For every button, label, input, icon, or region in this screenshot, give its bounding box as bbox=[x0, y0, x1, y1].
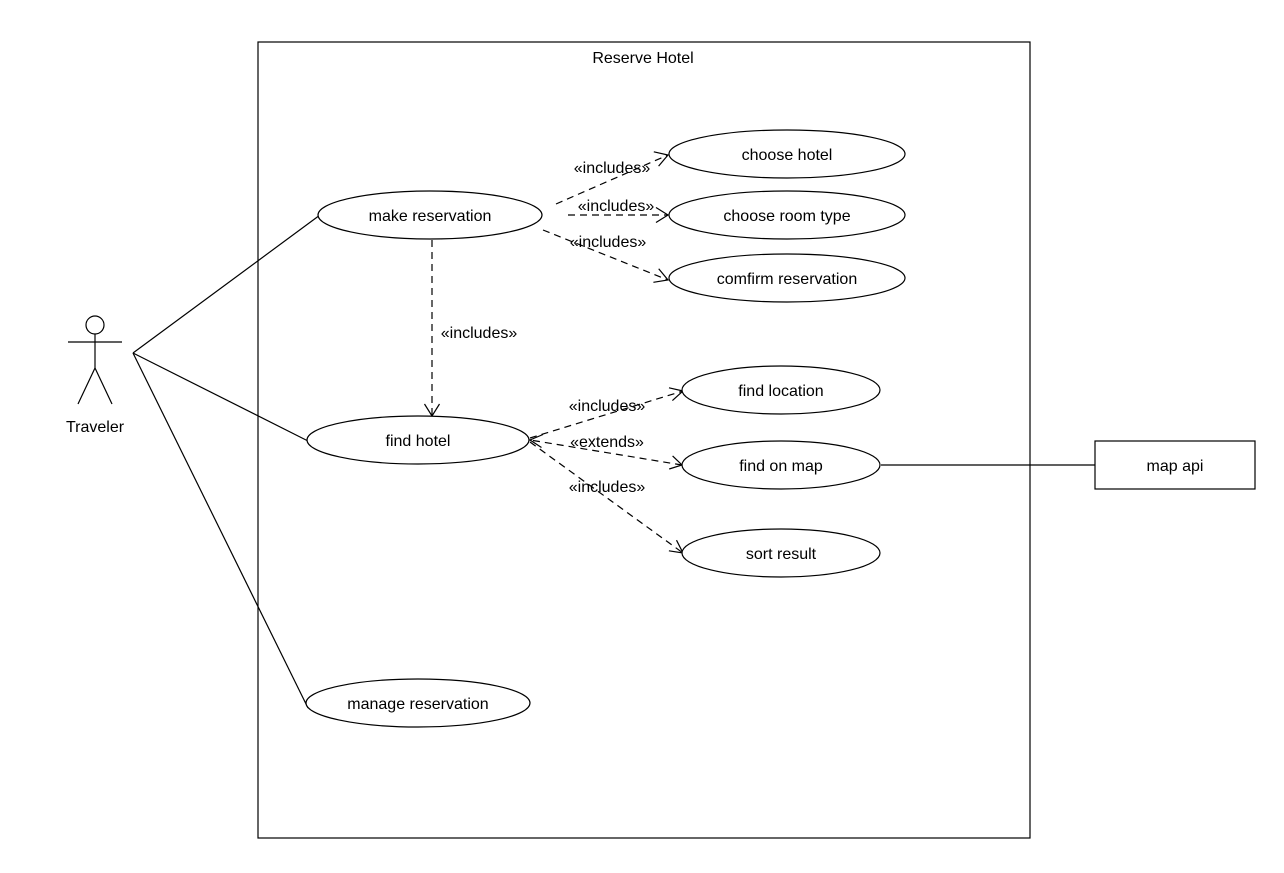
system-title: Reserve Hotel bbox=[592, 50, 693, 67]
use-case-shape bbox=[668, 129, 906, 179]
use-case-choose-hotel[interactable]: choose hotel bbox=[668, 129, 906, 179]
traveler-label: Traveler bbox=[66, 419, 125, 436]
use-case-label: make reservation bbox=[369, 208, 492, 225]
map-api-actor[interactable]: map api bbox=[1094, 440, 1256, 490]
use-case-manage-reservation[interactable]: manage reservation bbox=[305, 678, 531, 728]
map-api-label: map api bbox=[1147, 458, 1204, 475]
rel-label-make-confirm: «includes» bbox=[570, 234, 647, 251]
use-case-shape bbox=[681, 440, 881, 490]
use-case-label: choose room type bbox=[723, 208, 850, 225]
use-case-label: find location bbox=[738, 383, 823, 400]
use-case-label: find on map bbox=[739, 458, 823, 475]
use-case-shape bbox=[681, 365, 881, 415]
use-case-find-hotel[interactable]: find hotel bbox=[306, 415, 530, 465]
rel-make-confirm-line bbox=[542, 229, 669, 281]
rel-label-make-choose-hotel: «includes» bbox=[574, 160, 651, 177]
rel-find-hotel-location-line bbox=[529, 390, 684, 439]
rel-label-make-choose-room: «includes» bbox=[578, 198, 655, 215]
use-case-shape bbox=[668, 190, 906, 240]
use-case-shape bbox=[317, 190, 543, 240]
traveler-left-leg bbox=[77, 367, 96, 405]
use-case-shape bbox=[305, 678, 531, 728]
use-case-make-reservation[interactable]: make reservation bbox=[317, 190, 543, 240]
rel-label-find-on-map-find-hotel: «extends» bbox=[570, 434, 644, 451]
use-case-label: comfirm reservation bbox=[717, 271, 857, 288]
use-case-label: find hotel bbox=[386, 433, 451, 450]
use-case-label: manage reservation bbox=[347, 696, 488, 713]
use-case-choose-room-type[interactable]: choose room type bbox=[668, 190, 906, 240]
assoc-traveler-find-hotel bbox=[132, 352, 309, 442]
traveler-right-leg bbox=[94, 367, 113, 405]
arrowhead-icon bbox=[528, 433, 544, 449]
use-case-shape bbox=[306, 415, 530, 465]
traveler-head bbox=[85, 315, 105, 335]
rel-label-make-find-hotel: «includes» bbox=[441, 325, 518, 342]
use-case-label: sort result bbox=[746, 546, 817, 563]
arrowhead-icon bbox=[653, 268, 670, 283]
use-case-shape bbox=[668, 253, 906, 303]
map-api-box bbox=[1094, 440, 1256, 490]
arrowhead-icon bbox=[653, 151, 670, 167]
assoc-traveler-manage-reservation bbox=[132, 352, 309, 709]
rel-find-hotel-sort-line bbox=[529, 441, 684, 554]
traveler-actor[interactable]: Traveler bbox=[66, 315, 125, 436]
use-case-sort-result[interactable]: sort result bbox=[681, 528, 881, 578]
rel-label-find-hotel-sort: «includes» bbox=[569, 479, 646, 496]
assoc-traveler-make-reservation bbox=[132, 214, 321, 354]
rel-find-on-map-find-hotel-line bbox=[529, 439, 683, 466]
use-case-shape bbox=[681, 528, 881, 578]
use-case-confirm-reservation[interactable]: comfirm reservation bbox=[668, 253, 906, 303]
rel-label-find-hotel-location: «includes» bbox=[569, 398, 646, 415]
arrowhead-icon bbox=[655, 206, 670, 224]
use-case-find-location[interactable]: find location bbox=[681, 365, 881, 415]
use-case-find-on-map[interactable]: find on map bbox=[681, 440, 881, 490]
use-case-label: choose hotel bbox=[742, 147, 833, 164]
rel-make-choose-hotel-line bbox=[555, 154, 669, 205]
